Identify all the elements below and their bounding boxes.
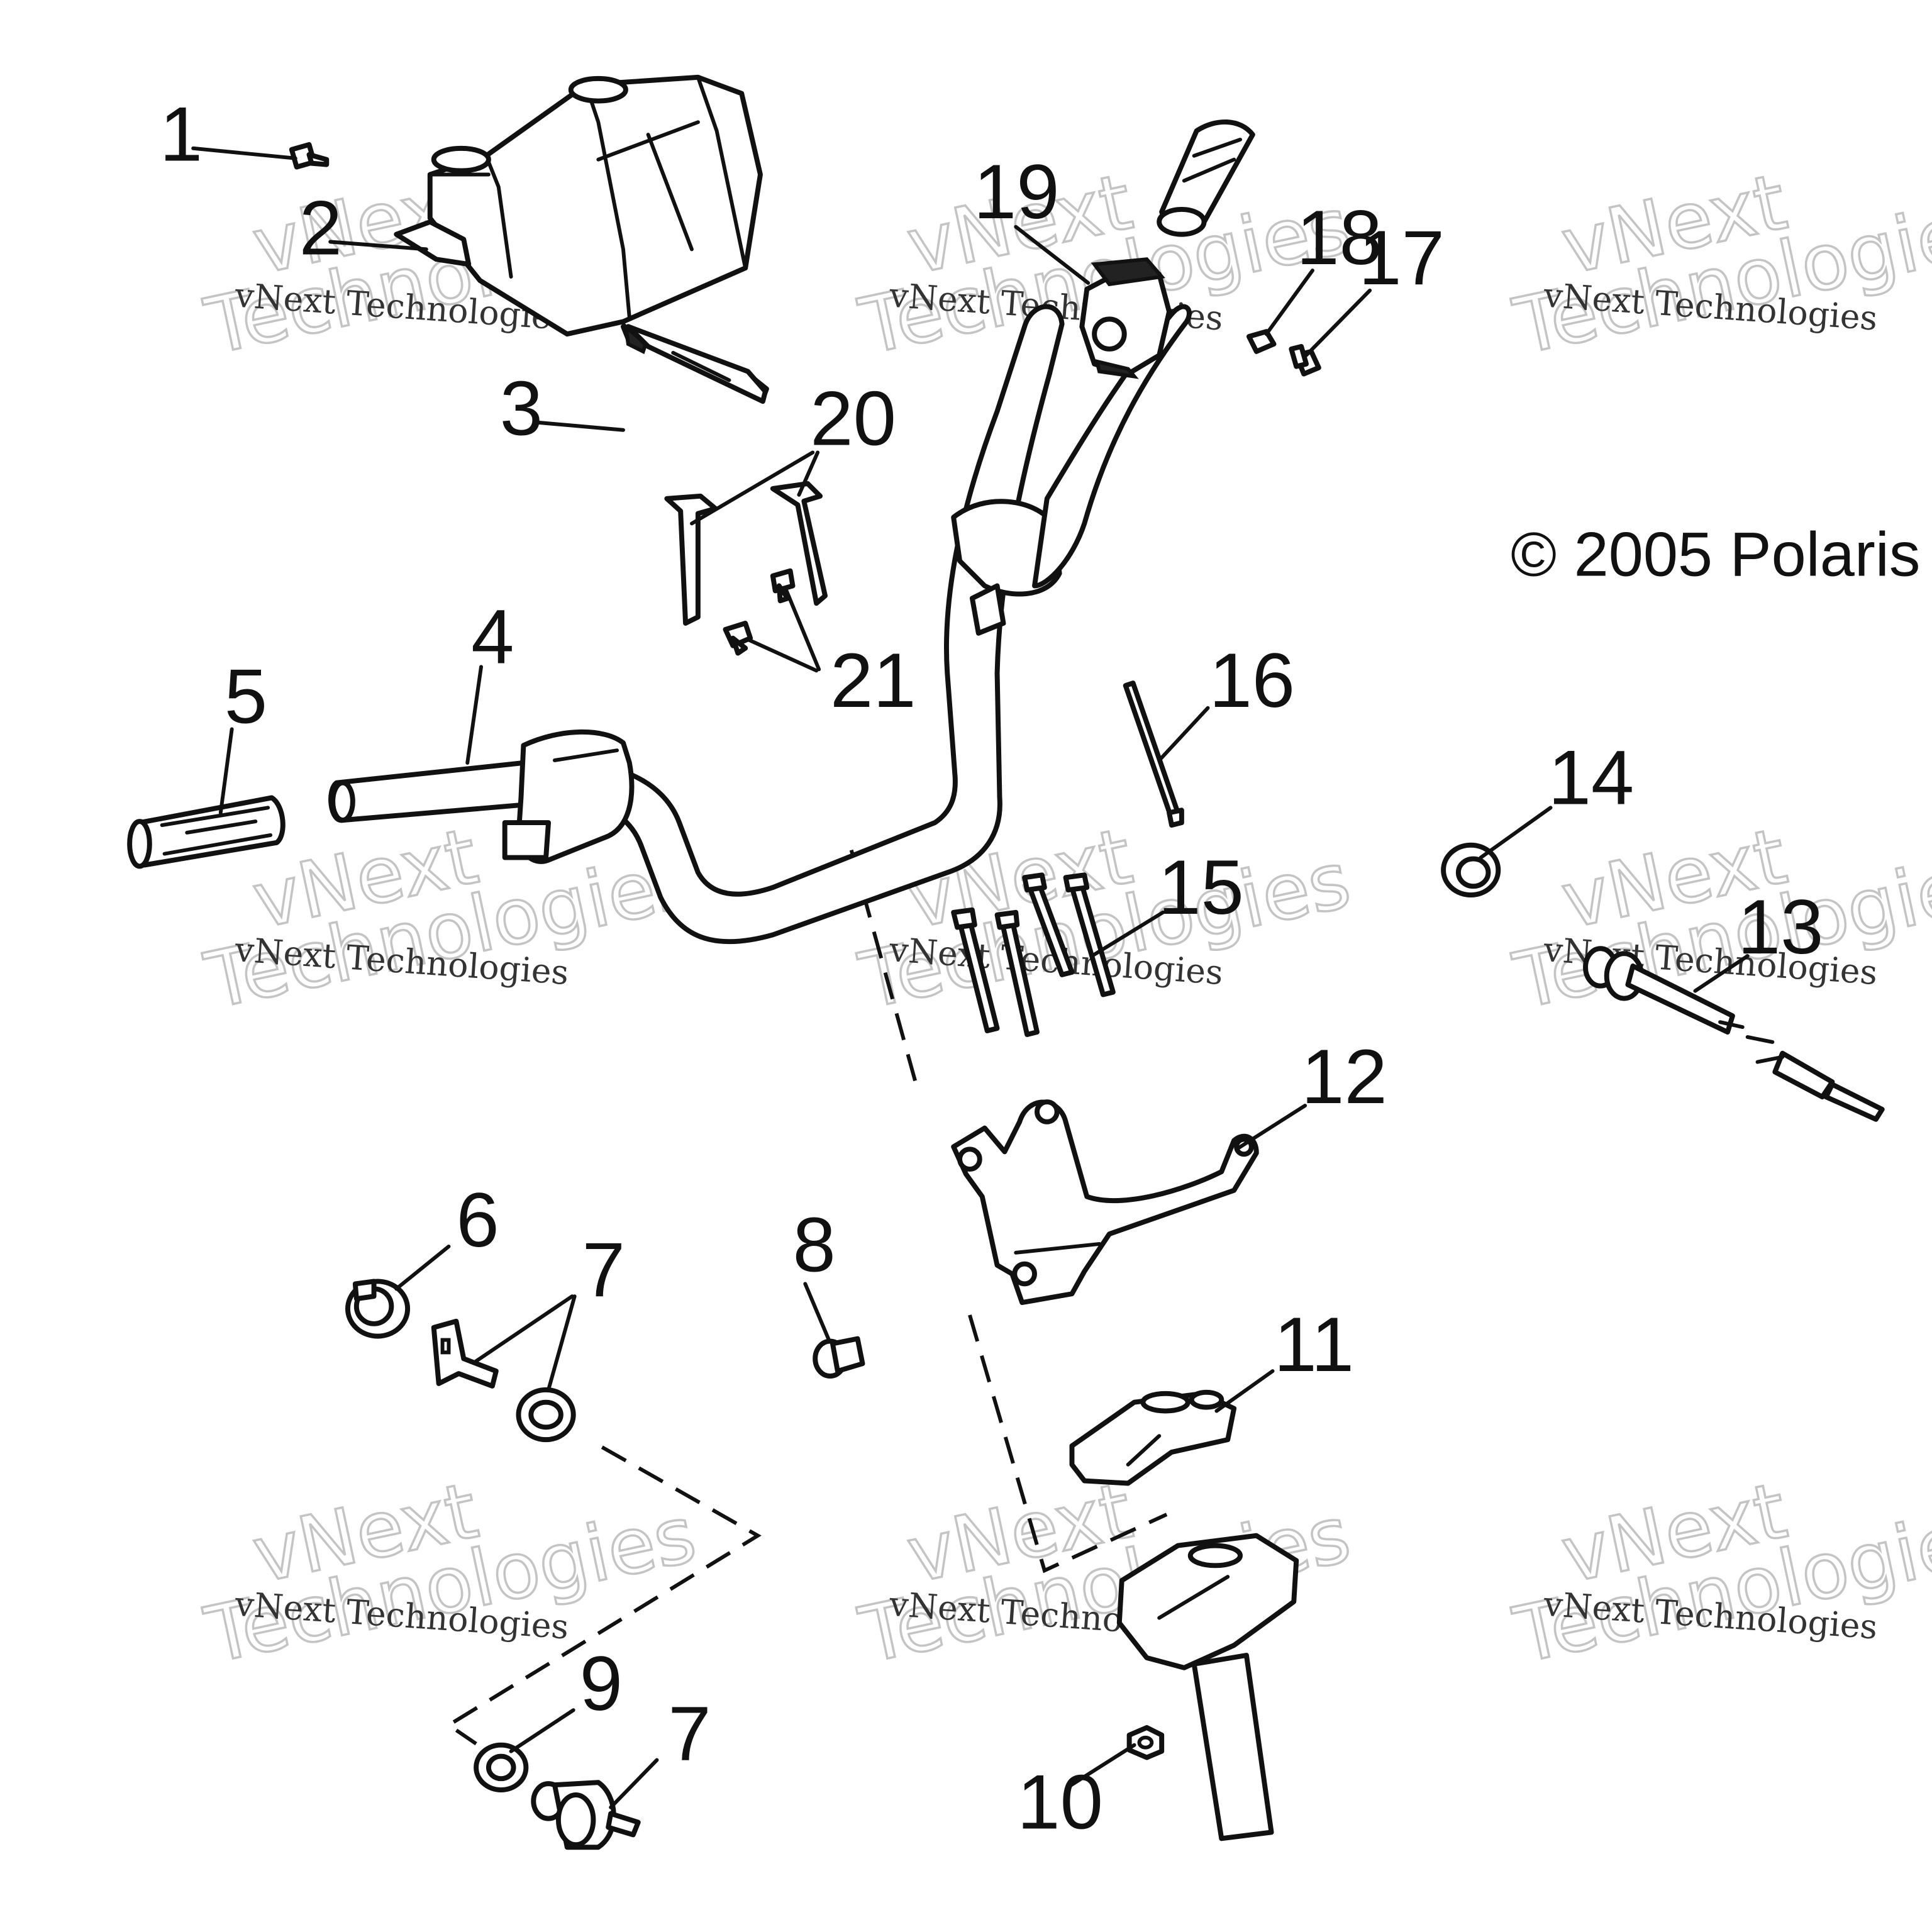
leader-line [746, 637, 819, 673]
leader-line [474, 1294, 574, 1363]
key-part-7 [431, 1318, 499, 1389]
callouts: 1 2 3 4 5 6 7 7 8 9 10 11 12 13 14 15 16… [160, 92, 1824, 1846]
bolts-part-21 [723, 568, 796, 656]
leader-line [784, 589, 821, 672]
callout-5: 5 [225, 654, 267, 740]
steering-post [1116, 1533, 1299, 1841]
callout-9: 9 [580, 1641, 623, 1727]
callout-15: 15 [1158, 845, 1244, 931]
callout-1: 1 [160, 92, 203, 178]
callout-12: 12 [1301, 1034, 1387, 1120]
cover-plate [621, 321, 769, 404]
leader-line [547, 1294, 577, 1392]
leader-line [536, 420, 625, 432]
leader-line [218, 727, 234, 815]
callout-7-upper: 7 [582, 1227, 625, 1313]
copyright-text: © 2005 Polaris Sales Inc. [1511, 519, 1932, 589]
handlebar-cover [394, 74, 763, 337]
assembly-line [445, 1445, 762, 1746]
callout-8: 8 [793, 1202, 836, 1289]
callout-17: 17 [1358, 215, 1445, 301]
nut-part-14 [1441, 842, 1501, 897]
leader-line [803, 1282, 831, 1342]
leader-line [1014, 225, 1091, 285]
washer-part-9 [474, 1742, 529, 1793]
brackets-part-20 [664, 481, 828, 626]
right-grip [1157, 119, 1255, 237]
callout-10: 10 [1017, 1759, 1103, 1845]
leader-line [797, 450, 820, 497]
leader-line [465, 665, 483, 765]
grip-part-5 [127, 795, 286, 869]
callout-2: 2 [299, 185, 342, 271]
plug-part-17 [1289, 344, 1321, 377]
assembly-line [968, 1314, 1168, 1574]
leader-line [191, 146, 297, 160]
plug-part-18 [1246, 329, 1277, 354]
callout-14: 14 [1548, 735, 1635, 821]
callout-11: 11 [1274, 1302, 1355, 1388]
cap-part-6 [345, 1279, 411, 1339]
callout-3: 3 [500, 366, 543, 452]
callout-13: 13 [1738, 884, 1824, 970]
leader-line [609, 1758, 659, 1809]
callout-16: 16 [1209, 638, 1295, 724]
assembly-lines [445, 849, 1168, 1746]
handlebar [328, 304, 1192, 945]
leader-line [1214, 1369, 1275, 1413]
callout-20: 20 [810, 376, 896, 462]
leader-line [1693, 954, 1750, 993]
callout-18: 18 [1296, 195, 1382, 281]
ignition-switch-part-7 [531, 1780, 641, 1850]
leader-lines [191, 146, 1750, 1809]
leader-line [1304, 288, 1372, 357]
rod-part-16 [1123, 680, 1184, 828]
callout-7-lower: 7 [668, 1690, 711, 1777]
leader-line [1479, 806, 1553, 860]
leader-line [509, 1708, 575, 1753]
nut-part-10 [1126, 1724, 1165, 1760]
cable-part-13 [1583, 946, 1885, 1122]
leader-line [1264, 269, 1314, 336]
screw-part-1 [289, 142, 330, 170]
callout-19: 19 [974, 149, 1060, 235]
washer-part-7 [516, 1387, 576, 1443]
callout-4: 4 [471, 594, 514, 680]
leader-line [1067, 1743, 1136, 1789]
leader-line [1157, 706, 1210, 762]
leader-line [394, 1244, 451, 1291]
bracket-part-12 [951, 1099, 1259, 1306]
leader-line [1090, 910, 1165, 958]
leader-line [690, 450, 815, 526]
leader-line [1235, 1104, 1307, 1152]
switch-housing [1079, 257, 1172, 379]
callout-21: 21 [830, 638, 916, 724]
bolts-part-15 [951, 872, 1116, 1037]
clamp-part-11 [1069, 1389, 1237, 1486]
leader-line [328, 240, 428, 252]
bolt-part-8 [813, 1336, 865, 1379]
callout-6: 6 [456, 1177, 499, 1263]
